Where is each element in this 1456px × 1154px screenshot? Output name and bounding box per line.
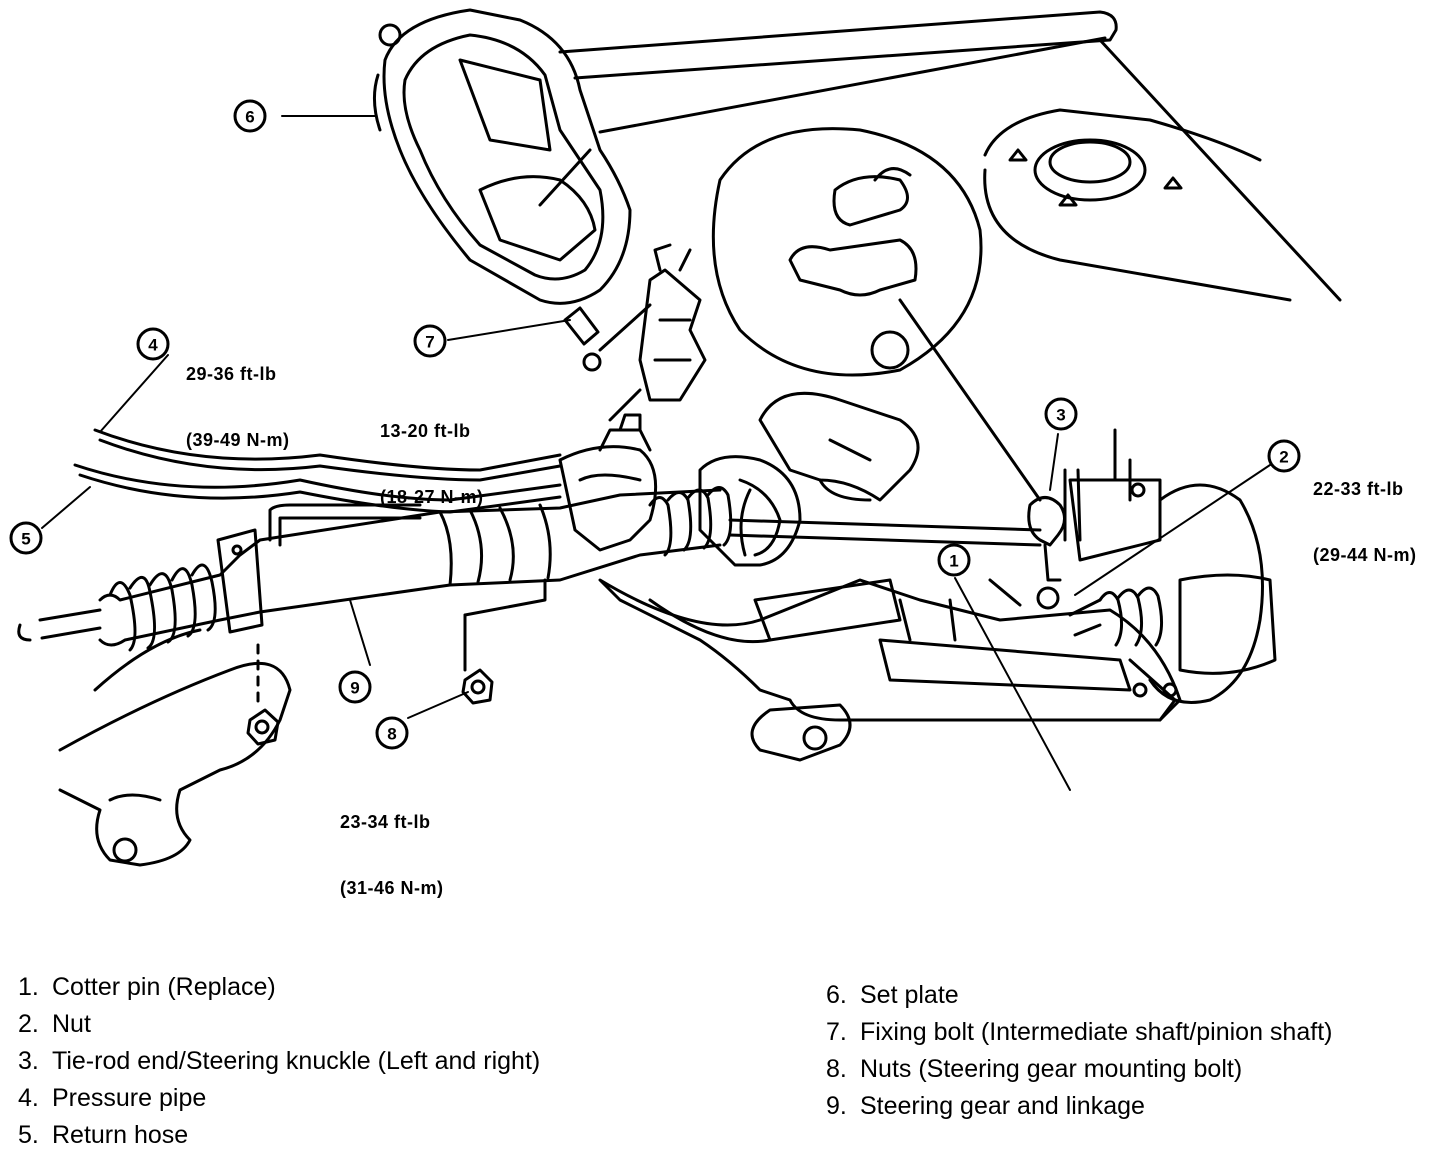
brake-booster [711,127,1042,502]
legend-text: Tie-rod end/Steering knuckle (Left and r… [52,1047,541,1075]
legend-item-8: 8. Nuts (Steering gear mounting bolt) [826,1051,1332,1088]
legend-text: Nut [52,1010,91,1038]
legend-item-4: 4. Pressure pipe [18,1080,540,1117]
legend-text: Cotter pin (Replace) [52,973,276,1001]
legend-item-6: 6. Set plate [826,977,1332,1014]
legend-item-5: 5. Return hose [18,1117,540,1154]
callout-5-circle [9,521,43,555]
legend-text: Nuts (Steering gear mounting bolt) [860,1055,1243,1083]
torque-fixing-bolt-ftlb: 13-20 ft-lb [380,421,471,441]
strut-tower [983,108,1292,302]
set-plate [373,8,632,305]
torque-pressure-pipe-ftlb: 29-36 ft-lb [186,364,277,384]
intermediate-shaft [598,243,707,422]
upper-frame [538,10,1342,302]
legend-text: Fixing bolt (Intermediate shaft/pinion s… [860,1018,1333,1046]
callout-1-circle [937,543,971,577]
lower-arm [753,391,920,642]
torque-mounting-nuts-nm: (31-46 N-m) [340,878,444,898]
steering-gear-diagram: 6 4 5 7 9 8 1 3 2 [9,8,1342,867]
legend-text: Return hose [52,1121,189,1149]
legend-right: 6. Set plate 7. Fixing bolt (Intermediate … [826,977,1332,1125]
callout-7: 7 [425,333,434,352]
torque-mounting-nuts-ftlb: 23-34 ft-lb [340,812,431,832]
callout-5: 5 [21,530,30,549]
legend-item-9: 9. Steering gear and linkage [826,1088,1332,1125]
callout-8: 8 [387,725,396,744]
legend-text: Set plate [860,981,959,1009]
legend-num: 6. [826,981,847,1009]
fixing-bolt [563,306,602,372]
left-subframe [58,628,292,867]
callout-6: 6 [245,108,254,127]
torque-nut: 22-33 ft-lb (29-44 N-m) [1313,434,1417,588]
callout-4: 4 [148,336,158,355]
callout-2-circle [1267,439,1301,473]
torque-nut-ftlb: 22-33 ft-lb [1313,479,1404,499]
callout-4-circle [136,327,170,361]
callout-6-circle [233,99,267,133]
callout-9: 9 [350,679,359,698]
callout-3-circle [1044,397,1078,431]
torque-fixing-bolt-nm: (18-27 N-m) [380,487,484,507]
callout-3: 3 [1056,406,1065,425]
legend-item-7: 7. Fixing bolt (Intermediate shaft/pinion… [826,1014,1332,1051]
callout-1: 1 [949,552,958,571]
torque-nut-nm: (29-44 N-m) [1313,545,1417,565]
steering-rack [17,413,1042,652]
torque-pressure-pipe: 29-36 ft-lb (39-49 N-m) [186,319,290,473]
legend-num: 9. [826,1092,847,1120]
callout-7-circle [413,324,447,358]
legend-num: 7. [826,1018,847,1046]
legend-left: 1. Cotter pin (Replace) 2. Nut 3. Tie-rod e… [18,969,540,1154]
torque-pressure-pipe-nm: (39-49 N-m) [186,430,290,450]
hydraulic-lines [73,428,562,547]
legend-num: 2. [18,1010,39,1038]
torque-fixing-bolt: 13-20 ft-lb (18-27 N-m) [380,376,484,530]
tie-rod-end [988,428,1277,722]
callout-9-circle [338,670,372,704]
legend-item-3: 3. Tie-rod end/Steering knuckle (Left and… [18,1043,540,1080]
legend-num: 4. [18,1084,39,1112]
leader-lines [41,115,1271,791]
right-mount [698,455,802,567]
legend-text: Pressure pipe [52,1084,207,1112]
legend-item-1: 1. Cotter pin (Replace) [18,969,540,1006]
legend-num: 1. [18,973,39,1001]
callout-2: 2 [1279,448,1288,467]
subframe [598,578,1182,762]
mounting-nuts [246,578,547,746]
callout-8-circle [375,716,409,750]
legend-num: 5. [18,1121,39,1149]
legend-item-2: 2. Nut [18,1006,540,1043]
torque-mounting-nuts: 23-34 ft-lb (31-46 N-m) [340,767,444,921]
legend-num: 3. [18,1047,39,1075]
legend-num: 8. [826,1055,847,1083]
legend-text: Steering gear and linkage [860,1092,1145,1120]
